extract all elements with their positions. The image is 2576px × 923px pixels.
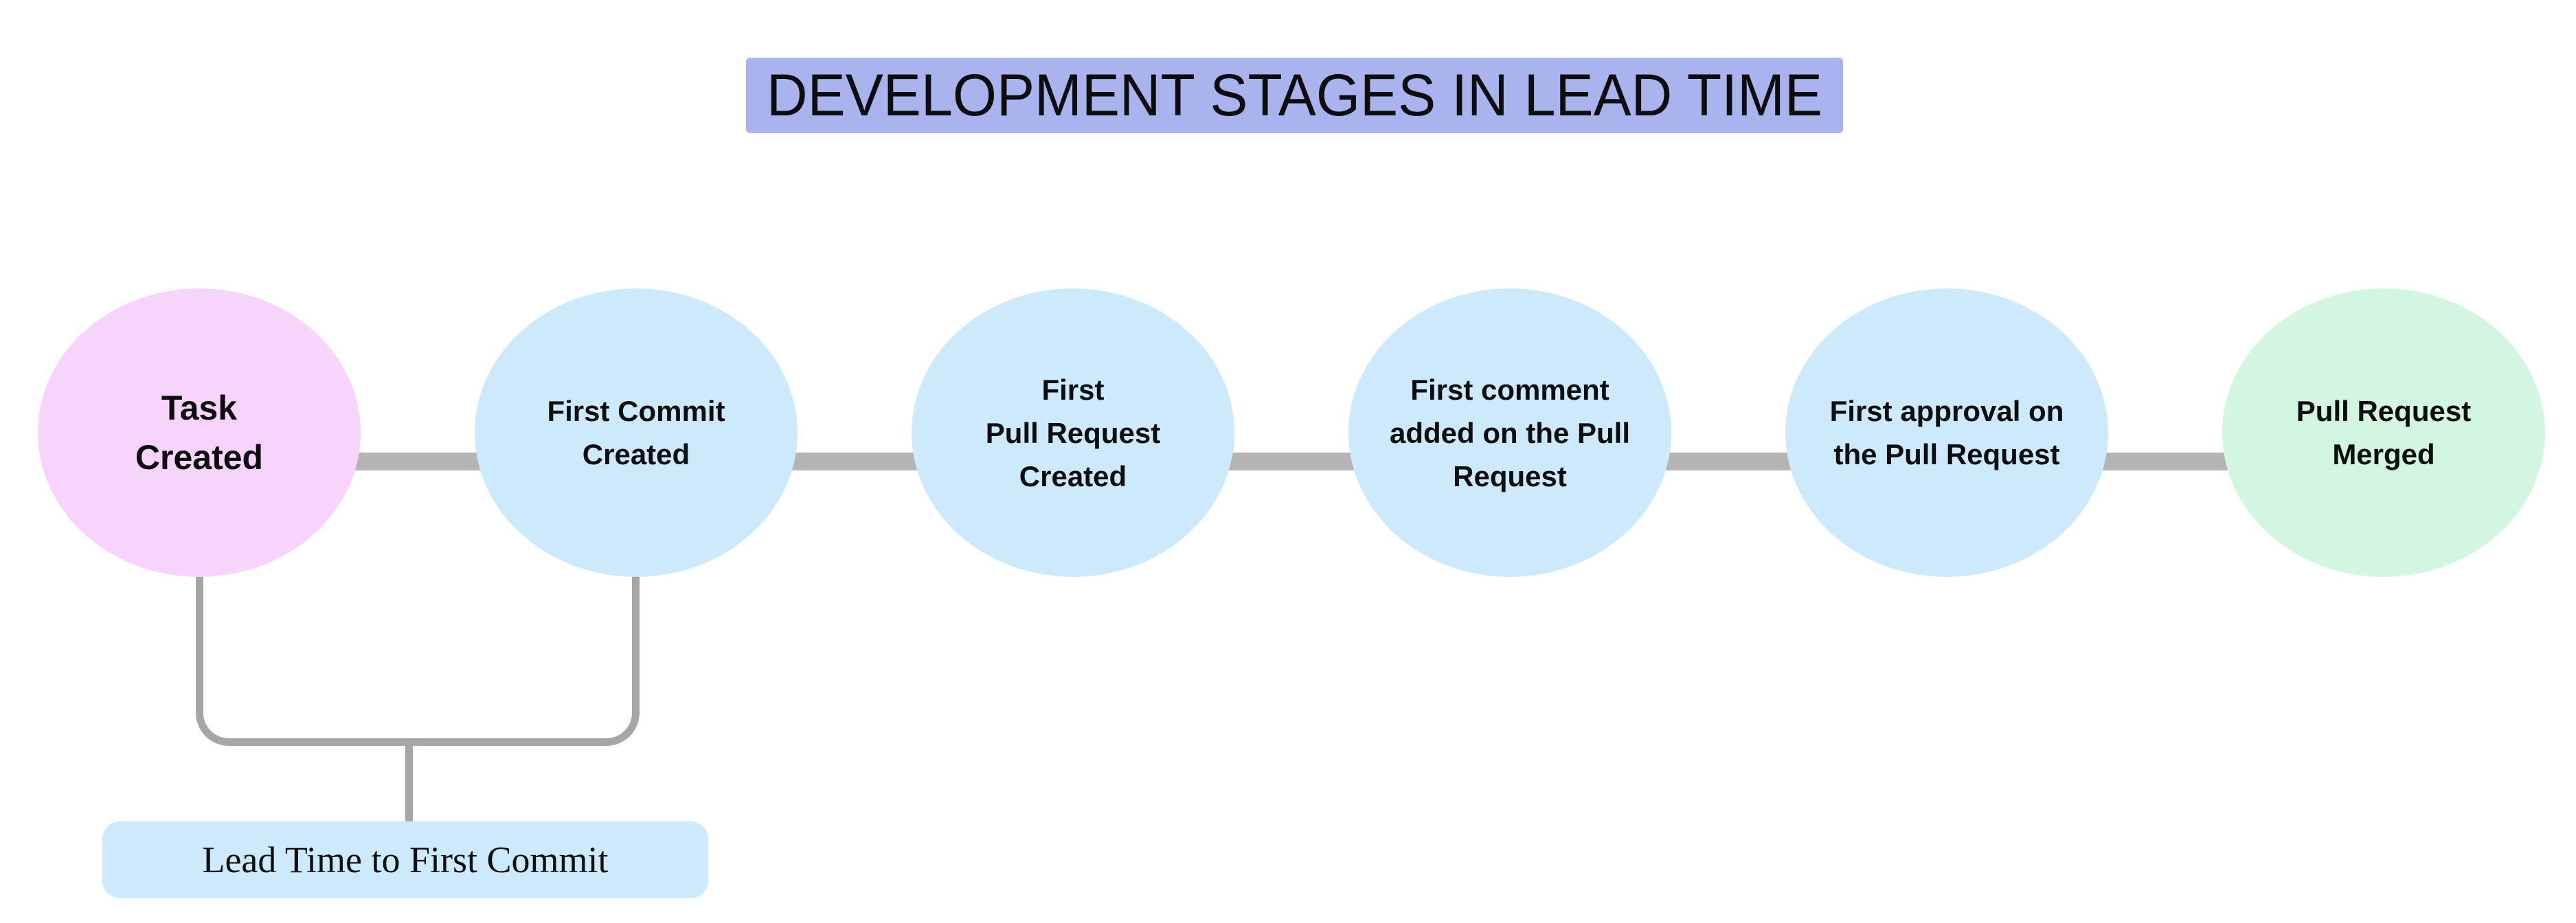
stage-circle-first-commit-created: First Commit Created <box>475 288 798 577</box>
stage-label: First Commit Created <box>547 395 725 470</box>
stage-circle-first-pull-request-created: First Pull Request Created <box>912 288 1234 577</box>
stage-label: Pull Request Merged <box>2296 395 2472 470</box>
title-banner: DEVELOPMENT STAGES IN LEAD TIME <box>746 58 1843 133</box>
stage-label: First Pull Request Created <box>985 373 1161 492</box>
stage-circle-first-approval: First approval on the Pull Request <box>1785 288 2108 577</box>
stage-label: First approval on the Pull Request <box>1829 395 2064 470</box>
stage-label: Task Created <box>135 388 264 477</box>
lead-time-bracket-stem <box>405 743 413 823</box>
stage-circle-task-created: Task Created <box>38 288 361 577</box>
stage-circle-first-comment-added: First comment added on the Pull Request <box>1348 288 1671 577</box>
lead-time-annotation-box: Lead Time to First Commit <box>102 821 708 898</box>
lead-time-bracket <box>196 576 640 746</box>
page-title: DEVELOPMENT STAGES IN LEAD TIME <box>767 62 1822 128</box>
stage-circle-pull-request-merged: Pull Request Merged <box>2222 288 2545 577</box>
stage-label: First comment added on the Pull Request <box>1389 373 1630 492</box>
lead-time-annotation-label: Lead Time to First Commit <box>202 839 609 880</box>
